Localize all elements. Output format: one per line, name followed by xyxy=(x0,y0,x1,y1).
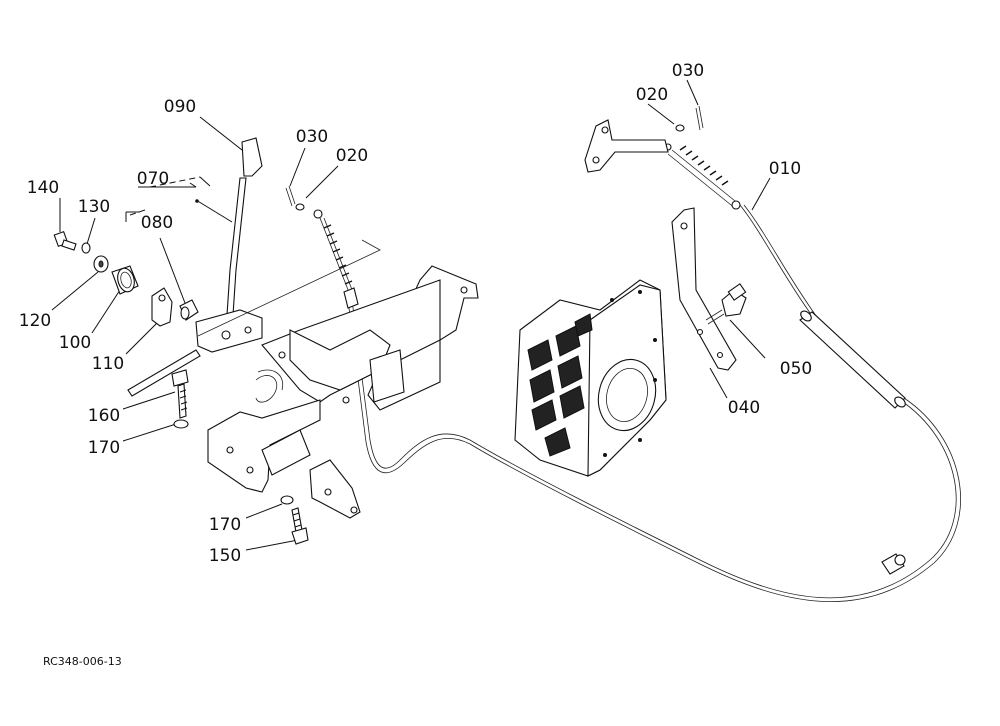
sensor-050 xyxy=(705,283,747,325)
callout-030-right: 030 xyxy=(672,61,704,81)
callout-120: 120 xyxy=(19,311,51,331)
callout-140: 140 xyxy=(27,178,59,198)
cable-bracket-040 xyxy=(671,207,737,371)
callout-130: 130 xyxy=(78,197,110,217)
engine-block xyxy=(514,279,667,477)
throttle-cable-left xyxy=(285,185,359,309)
bolt-160 xyxy=(171,369,189,429)
callout-labels: 090 070 080 140 130 120 100 110 160 170 … xyxy=(19,61,812,566)
callout-150: 150 xyxy=(209,546,241,566)
callout-070: 070 xyxy=(137,169,169,189)
callout-100: 100 xyxy=(59,333,91,353)
cable-thread-end xyxy=(664,143,741,210)
callout-090: 090 xyxy=(164,97,196,117)
upper-bracket xyxy=(584,105,704,173)
callout-160: 160 xyxy=(88,406,120,426)
control-cable-010 xyxy=(347,143,961,602)
callout-080: 080 xyxy=(141,213,173,233)
callout-040: 040 xyxy=(728,398,760,418)
callout-170-lower: 170 xyxy=(209,515,241,535)
callout-020-left: 020 xyxy=(336,146,368,166)
callout-020-right: 020 xyxy=(636,85,668,105)
bolt-150 xyxy=(280,495,309,545)
lever-070 xyxy=(127,137,381,397)
main-frame xyxy=(207,265,479,519)
pivot-hardware xyxy=(53,230,199,327)
callout-110: 110 xyxy=(92,354,124,374)
callout-030-left: 030 xyxy=(296,127,328,147)
drawing-reference-number: RC348-006-13 xyxy=(43,655,122,668)
callout-010: 010 xyxy=(769,159,801,179)
callout-050: 050 xyxy=(780,359,812,379)
callout-170-upper: 170 xyxy=(88,438,120,458)
leader-lines xyxy=(51,79,771,551)
